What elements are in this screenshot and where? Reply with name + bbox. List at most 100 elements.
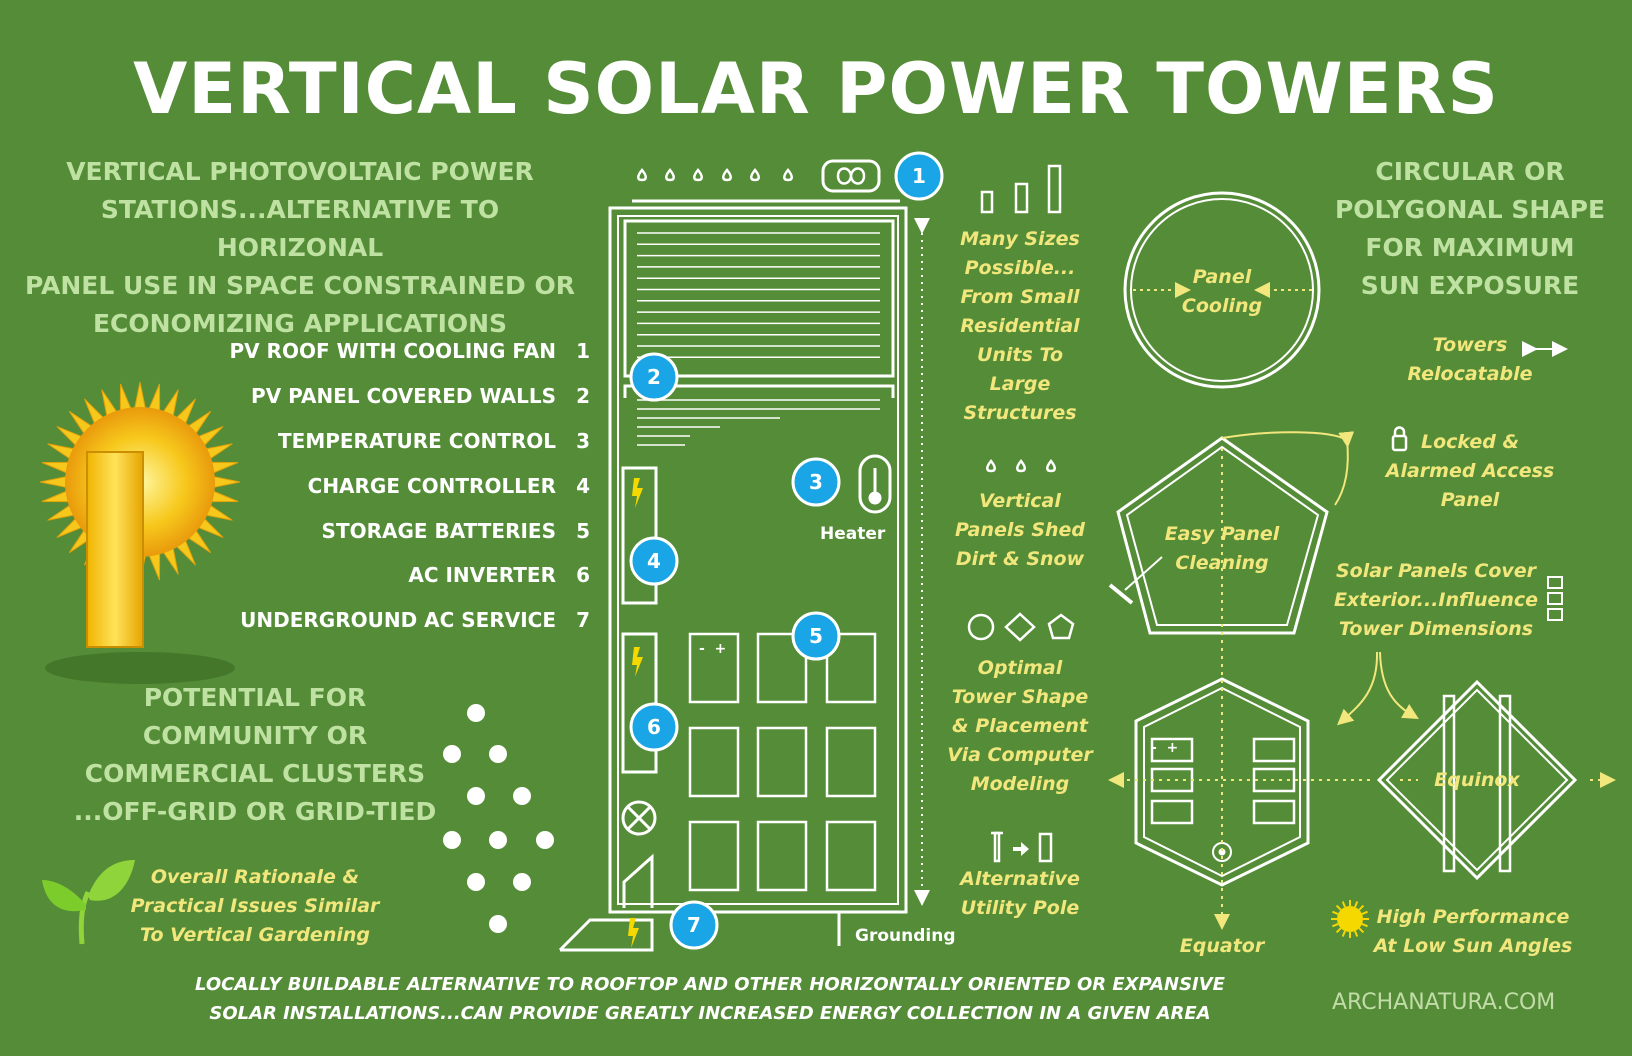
note-line: Locked & [1420,431,1520,453]
locked-note: Locked & Alarmed Access Panel [1370,428,1570,515]
component-label: STORAGE BATTERIES [321,518,556,543]
intro-line: ECONOMIZING APPLICATIONS [92,309,508,338]
note-line: Large [989,373,1051,395]
clusters-line: COMMERCIAL CLUSTERS [84,759,426,788]
component-badge: 7 [669,900,719,950]
note-line: Residential [960,315,1080,337]
component-badge: 1 [894,151,944,201]
note-line: Tower Shape [951,686,1089,708]
note-line: To Vertical Gardening [139,924,370,946]
note-line: High Performance [1376,906,1570,928]
note-line: Optimal [977,657,1063,679]
component-item: AC INVERTER 6 [120,553,590,598]
note-line: Panel [1440,489,1500,511]
component-label: PV PANEL COVERED WALLS [251,384,556,409]
component-number: 2 [576,384,590,409]
site-credit: ARCHANATURA.COM [1332,990,1556,1015]
component-badge: 6 [629,702,679,752]
note-line: Vertical [979,490,1061,512]
note-line: Relocatable [1407,363,1533,385]
note-line: Cooling [1181,295,1263,317]
clusters-line: POTENTIAL FOR [143,683,367,712]
equinox-label: Equinox [1434,769,1520,791]
footer-line: SOLAR INSTALLATIONS...CAN PROVIDE GREATL… [209,1003,1211,1024]
intro-heading: VERTICAL PHOTOVOLTAIC POWER STATIONS...A… [20,153,580,343]
battery-terminals: - + [699,641,727,657]
badge-number: 6 [647,715,661,739]
component-item: TEMPERATURE CONTROL 3 [120,419,590,464]
shape-diagrams [1108,191,1578,887]
sprout-icon [42,860,135,945]
mid-icons [967,164,1075,863]
heater-label: Heater [820,524,886,544]
clusters-line: ...OFF-GRID OR GRID-TIED [73,797,437,826]
note-line: Exterior...Influence [1333,589,1539,611]
note-line: Overall Rationale & [150,866,360,888]
note-line: Solar Panels Cover [1335,560,1537,582]
intro-line: STATIONS...ALTERNATIVE TO HORIZONAL [100,195,500,262]
note-line: Tower Dimensions [1338,618,1534,640]
note-line: Practical Issues Similar [130,895,380,917]
shape-heading: CIRCULAR OR POLYGONAL SHAPE FOR MAXIMUM … [1310,153,1630,305]
pole-note: Alternative Utility Pole [930,865,1110,923]
footer-statement: LOCALLY BUILDABLE ALTERNATIVE TO ROOFTOP… [150,970,1270,1028]
note-line: Possible... [964,257,1076,279]
rationale-note: Overall Rationale & Practical Issues Sim… [130,863,380,950]
note-line: Utility Pole [960,897,1080,919]
component-badge: 2 [629,352,679,402]
note-line: & Placement [952,715,1088,737]
panel-cooling-label: Panel Cooling [1162,263,1282,321]
clusters-line: COMMUNITY OR [142,721,368,750]
note-line: Panel [1192,266,1252,288]
note-line: Dirt & Snow [955,548,1085,570]
component-item: PV PANEL COVERED WALLS 2 [120,374,590,419]
page-title: VERTICAL SOLAR POWER TOWERS [133,48,1499,130]
badge-number: 5 [809,624,823,648]
note-line: Easy Panel [1164,523,1280,545]
note-line: Many Sizes [960,228,1080,250]
component-number: 5 [576,518,590,543]
component-item: STORAGE BATTERIES 5 [120,508,590,553]
gold-tower-icon [86,451,144,648]
lightning-icons [628,478,643,948]
shape-note: Optimal Tower Shape & Placement Via Comp… [930,654,1110,799]
note-line: Units To [976,344,1064,366]
component-label: UNDERGROUND AC SERVICE [240,608,556,633]
relocatable-note: Towers Relocatable [1380,331,1560,389]
shape-line: POLYGONAL SHAPE [1334,195,1606,224]
high-performance-note: High Performance At Low Sun Angles [1368,903,1578,961]
battery-terminals-hex: - + [1151,740,1179,756]
note-line: At Low Sun Angles [1373,935,1573,957]
footer-line: LOCALLY BUILDABLE ALTERNATIVE TO ROOFTOP… [195,974,1225,995]
badge-number: 7 [687,913,701,937]
badge-number: 3 [809,470,823,494]
shape-line: FOR MAXIMUM [1365,233,1575,262]
note-line: Towers [1432,334,1508,356]
note-line: Panels Shed [954,519,1086,541]
easy-cleaning-label: Easy Panel Cleaning [1142,520,1302,578]
component-number: 7 [576,608,590,633]
component-item: UNDERGROUND AC SERVICE 7 [120,598,590,643]
component-label: TEMPERATURE CONTROL [278,428,556,453]
intro-line: PANEL USE IN SPACE CONSTRAINED OR [25,271,575,300]
component-label: PV ROOF WITH COOLING FAN [229,339,556,364]
intro-line: VERTICAL PHOTOVOLTAIC POWER [66,157,534,186]
cluster-dots [443,704,554,933]
small-sun-icon [1331,900,1369,938]
grounding-label: Grounding [855,926,956,946]
equator-label: Equator [1179,935,1265,957]
component-number: 6 [576,563,590,588]
clusters-heading: POTENTIAL FOR COMMUNITY OR COMMERCIAL CL… [60,679,450,831]
component-number: 3 [576,428,590,453]
component-label: AC INVERTER [408,563,556,588]
note-line: Modeling [970,773,1070,795]
shed-note: Vertical Panels Shed Dirt & Snow [930,487,1110,574]
note-line: Alarmed Access [1385,460,1555,482]
component-number: 4 [576,473,590,498]
note-line: Via Computer [947,744,1093,766]
badge-number: 1 [912,164,926,188]
shape-line: CIRCULAR OR [1375,157,1565,186]
